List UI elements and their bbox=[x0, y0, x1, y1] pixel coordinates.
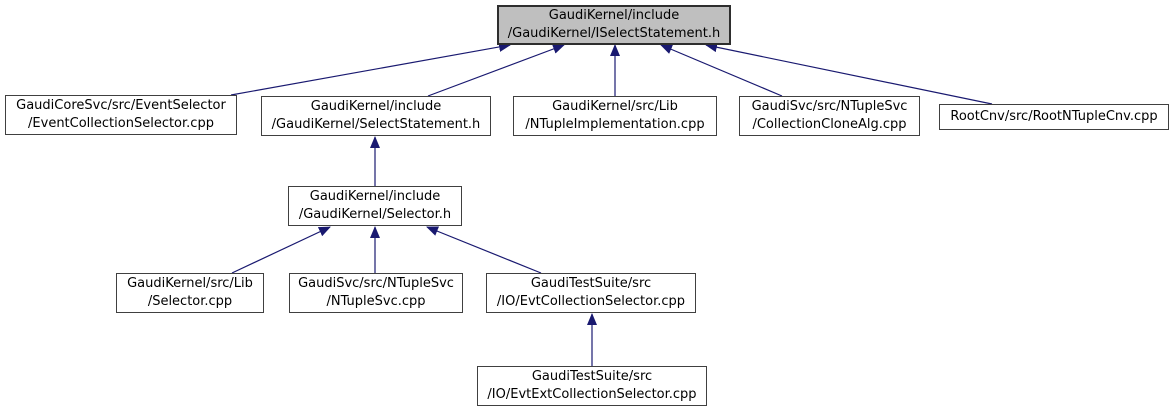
node-iselectstatement-h: GaudiKernel/include /GaudiKernel/ISelect… bbox=[497, 5, 731, 45]
node-ntuplesvc-cpp[interactable]: GaudiSvc/src/NTupleSvc /NTupleSvc.cpp bbox=[289, 273, 463, 313]
node-label-line: /EventCollectionSelector.cpp bbox=[28, 116, 214, 131]
node-label-line: GaudiKernel/src/Lib bbox=[552, 99, 678, 114]
node-label-line: GaudiKernel/src/Lib bbox=[127, 276, 253, 291]
node-selector-h[interactable]: GaudiKernel/include /GaudiKernel/Selecto… bbox=[288, 186, 462, 226]
node-label-line: /Selector.cpp bbox=[147, 294, 233, 309]
node-label-line: GaudiSvc/src/NTupleSvc bbox=[298, 276, 454, 291]
node-ntupleimplementation-cpp[interactable]: GaudiKernel/src/Lib /NTupleImplementatio… bbox=[513, 96, 717, 136]
node-label-line: GaudiKernel/include bbox=[548, 8, 680, 23]
node-label-line: GaudiKernel/include bbox=[309, 189, 441, 204]
node-label-line: /GaudiKernel/Selector.h bbox=[298, 207, 452, 222]
node-label-line: GaudiCoreSvc/src/EventSelector bbox=[16, 98, 226, 113]
node-label-line: /NTupleSvc.cpp bbox=[326, 294, 426, 309]
node-label-line: /IO/EvtCollectionSelector.cpp bbox=[496, 294, 686, 309]
node-label-line: /CollectionCloneAlg.cpp bbox=[752, 117, 907, 132]
node-label-line: GaudiTestSuite/src bbox=[530, 276, 652, 291]
edge-collectionclonealg-to-iselectstatement bbox=[660, 44, 783, 97]
node-label-line: GaudiTestSuite/src bbox=[531, 369, 653, 384]
edge-selector-cpp-to-selector-h bbox=[231, 226, 331, 274]
node-label-line: GaudiKernel/include bbox=[310, 99, 442, 114]
node-label-line: /NTupleImplementation.cpp bbox=[525, 117, 705, 132]
node-evtcollectionselector-cpp[interactable]: GaudiTestSuite/src /IO/EvtCollectionSele… bbox=[486, 273, 696, 313]
node-label-line: /IO/EvtExtCollectionSelector.cpp bbox=[487, 387, 697, 402]
node-rootntuplecnv-cpp[interactable]: RootCnv/src/RootNTupleCnv.cpp bbox=[939, 104, 1169, 130]
node-label-line: GaudiSvc/src/NTupleSvc bbox=[751, 99, 908, 114]
edge-eventcollectionselector-to-iselectstatement bbox=[230, 42, 511, 96]
node-selector-cpp[interactable]: GaudiKernel/src/Lib /Selector.cpp bbox=[116, 273, 264, 313]
node-label-line: /GaudiKernel/SelectStatement.h bbox=[271, 117, 481, 132]
edge-selectstatement-to-iselectstatement bbox=[427, 44, 565, 97]
edge-evtcollectionselector-to-selector-h bbox=[426, 226, 542, 274]
node-collectionclonealg-cpp[interactable]: GaudiSvc/src/NTupleSvc /CollectionCloneA… bbox=[739, 96, 920, 136]
node-eventcollectionselector-cpp[interactable]: GaudiCoreSvc/src/EventSelector /EventCol… bbox=[5, 95, 237, 135]
node-evtextcollectionselector-cpp[interactable]: GaudiTestSuite/src /IO/EvtExtCollectionS… bbox=[477, 366, 707, 406]
node-label-line: RootCnv/src/RootNTupleCnv.cpp bbox=[950, 109, 1158, 124]
node-selectstatement-h[interactable]: GaudiKernel/include /GaudiKernel/SelectS… bbox=[261, 96, 491, 136]
node-label-line: /GaudiKernel/ISelectStatement.h bbox=[507, 26, 721, 41]
edge-rootntuplecnv-to-iselectstatement bbox=[705, 42, 993, 105]
